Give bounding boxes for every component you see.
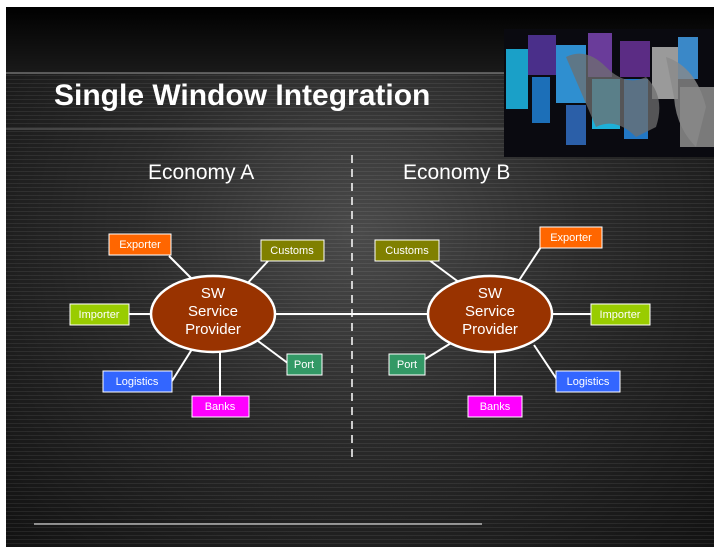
economy-b-port-box: Port	[388, 353, 426, 376]
hub-b-line-2: Service	[465, 303, 515, 320]
economy-a-hub: SW Service Provider	[149, 274, 277, 354]
hub-b-line-3: Provider	[462, 321, 518, 338]
economy-b-exporter-box: Exporter	[539, 226, 603, 249]
integration-diagram: SW Service Provider SW Service Provider …	[34, 155, 651, 525]
hub-a-line-3: Provider	[185, 321, 241, 338]
economy-b-customs-box: Customs	[374, 239, 440, 262]
world-map-collage-icon	[504, 29, 714, 157]
logistics-label: Logistics	[567, 376, 610, 388]
banner-graphic	[6, 7, 714, 157]
port-label: Port	[294, 359, 314, 371]
economy-a-logistics-box: Logistics	[102, 370, 173, 393]
hub-b-line-1: SW	[478, 285, 503, 302]
importer-label: Importer	[600, 309, 641, 321]
economy-b-label: Economy B	[403, 161, 511, 184]
economy-b-importer-box: Importer	[590, 303, 651, 326]
economy-b-hub: SW Service Provider	[426, 274, 554, 354]
exporter-label: Exporter	[550, 232, 592, 244]
logistics-label: Logistics	[116, 376, 159, 388]
economy-a-customs-box: Customs	[260, 239, 325, 262]
economy-a-port-box: Port	[286, 353, 323, 376]
economy-a-importer-box: Importer	[69, 303, 130, 326]
customs-label: Customs	[270, 245, 314, 257]
port-label: Port	[397, 359, 417, 371]
slide-title: Single Window Integration	[54, 79, 431, 112]
economy-b-connectors	[416, 246, 591, 403]
slide: Single Window Integration Economy A Econ…	[6, 7, 714, 547]
exporter-label: Exporter	[119, 239, 161, 251]
economy-a-banks-box: Banks	[191, 395, 250, 418]
economy-b-logistics-box: Logistics	[555, 370, 621, 393]
customs-label: Customs	[385, 245, 429, 257]
banks-label: Banks	[480, 401, 511, 413]
hub-a-line-2: Service	[188, 303, 238, 320]
banks-label: Banks	[205, 401, 236, 413]
economy-a-exporter-box: Exporter	[108, 233, 172, 256]
importer-label: Importer	[79, 309, 120, 321]
hub-a-line-1: SW	[201, 285, 226, 302]
economy-a-label: Economy A	[148, 161, 255, 184]
economy-b-banks-box: Banks	[467, 395, 523, 418]
